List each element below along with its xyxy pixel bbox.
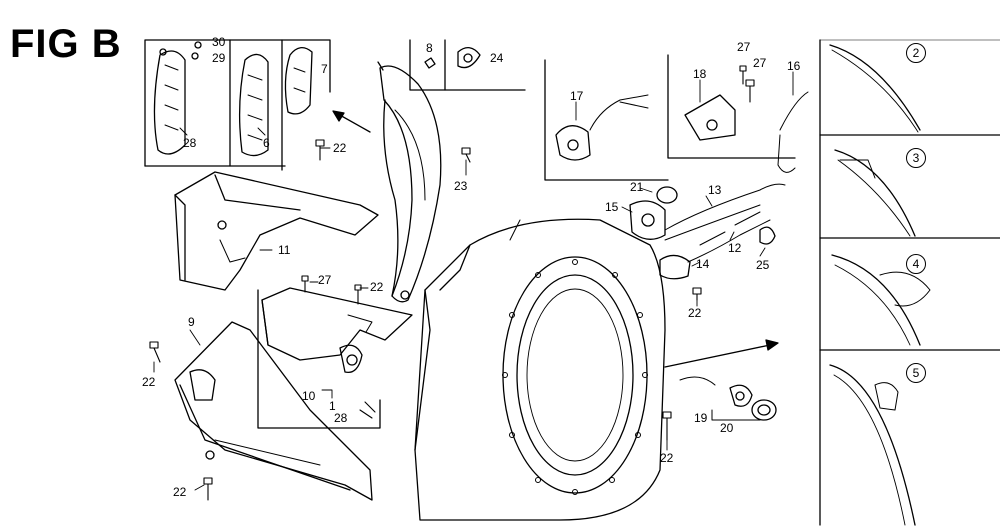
detail-view-number: 2 bbox=[906, 43, 926, 63]
callout-label: 27 bbox=[318, 273, 332, 287]
upper-shroud-panel bbox=[377, 61, 442, 303]
callout-label: 7 bbox=[321, 62, 328, 76]
callout-label: 22 bbox=[688, 306, 702, 320]
callout-label: 27 bbox=[753, 56, 767, 70]
callout-label: 19 bbox=[694, 411, 708, 425]
detail-view-number: 4 bbox=[906, 254, 926, 274]
fan-housing bbox=[414, 218, 666, 521]
callout-label: 15 bbox=[605, 200, 619, 214]
callout-label: 6 bbox=[263, 136, 270, 150]
callout-label: 29 bbox=[212, 51, 226, 65]
callout-label: 20 bbox=[720, 421, 734, 435]
figure-title: FIG B bbox=[10, 22, 122, 66]
callout-label: 14 bbox=[696, 257, 710, 271]
callout-label: 8 bbox=[426, 41, 433, 55]
callout-label: 22 bbox=[333, 141, 347, 155]
callout-label: 17 bbox=[570, 89, 584, 103]
callout-label: 22 bbox=[173, 485, 187, 499]
callout-label: 24 bbox=[490, 51, 504, 65]
callout-label: 1 bbox=[329, 399, 336, 413]
bracket-assembly-10 bbox=[257, 287, 413, 429]
callout-label: 11 bbox=[278, 243, 291, 257]
callout-label: 22 bbox=[660, 451, 674, 465]
callout-label: 10 bbox=[302, 389, 316, 403]
leader-lines bbox=[153, 71, 794, 491]
inset-clips bbox=[409, 39, 526, 91]
callout-label: 9 bbox=[188, 315, 195, 329]
inset-switches bbox=[544, 54, 796, 181]
bolts bbox=[149, 65, 755, 501]
callout-label: 30 bbox=[212, 35, 226, 49]
arrow-to-inset bbox=[332, 110, 371, 133]
callout-label: 21 bbox=[630, 180, 644, 194]
callout-label: 22 bbox=[142, 375, 156, 389]
callout-label: 28 bbox=[183, 136, 197, 150]
inset-shroud-plates bbox=[144, 39, 331, 171]
callout-label: 23 bbox=[454, 179, 468, 193]
callout-label: 25 bbox=[756, 258, 770, 272]
blower-cover-11 bbox=[174, 171, 379, 291]
callout-label: 16 bbox=[787, 59, 801, 73]
parts-19-20 bbox=[679, 376, 777, 421]
detail-column bbox=[819, 39, 1000, 526]
callout-label: 13 bbox=[708, 183, 722, 197]
wiring-cluster bbox=[629, 91, 809, 280]
lower-shroud-9 bbox=[174, 321, 373, 501]
detail-view-number: 5 bbox=[906, 363, 926, 383]
arrow-to-details bbox=[664, 339, 779, 368]
callout-label: 22 bbox=[370, 280, 384, 294]
callout-label: 27 bbox=[737, 40, 751, 54]
callout-label: 28 bbox=[334, 411, 348, 425]
callout-label: 18 bbox=[693, 67, 707, 81]
callout-label: 12 bbox=[728, 241, 742, 255]
detail-view-number: 3 bbox=[906, 148, 926, 168]
